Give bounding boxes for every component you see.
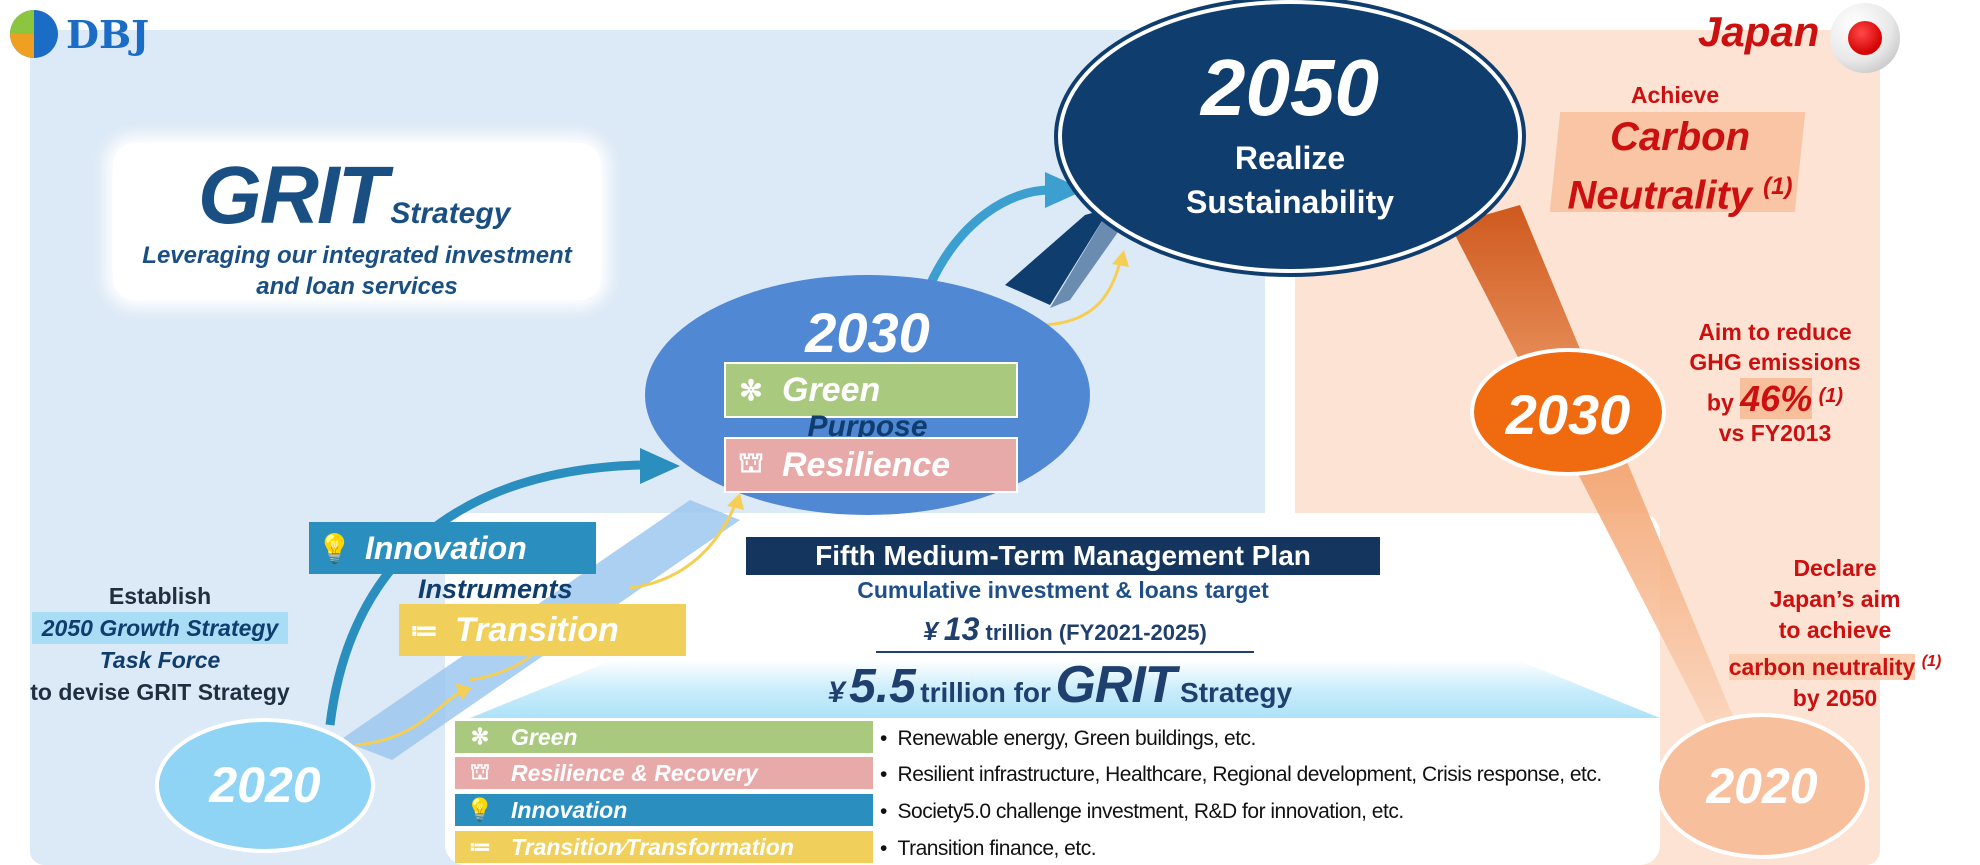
grit-tagline-line2: and loan services [256, 273, 458, 300]
grit-tagline-line1: Leveraging our integrated investment [142, 242, 572, 269]
instrument-innovation-label: Innovation [365, 529, 527, 566]
purpose-resilience-bar: ⛫ Resilience [724, 437, 1018, 493]
purpose-green-bar: ✼ Green [724, 362, 1018, 418]
category-resilience-text: Resilient infrastructure, Healthcare, Re… [897, 763, 1603, 786]
dbj-logo: DBJ [8, 8, 149, 60]
grit-word: GRIT [1055, 656, 1176, 714]
grit-strategy-word: Strategy [1180, 677, 1293, 708]
category-transition-text: Transition finance, etc. [897, 837, 1097, 860]
stairs-icon: ≔ [410, 614, 438, 646]
year-2050: 2050 [1201, 43, 1379, 132]
purpose-resilience-label: Resilience [782, 445, 951, 484]
category-transition-label: Transition∕Transformation [511, 833, 794, 860]
purpose-green-label: Green [782, 370, 881, 409]
japan-milestone-2020: 2020 [1655, 713, 1869, 859]
neutrality-text: Neutrality [1567, 173, 1753, 218]
leaf-icon: ✼ [470, 724, 490, 749]
declare-line4: carbon neutrality (1) [1690, 646, 1980, 683]
neutrality-note: (1) [1763, 173, 1793, 200]
category-innovation-bar: 💡 Innovation [455, 794, 873, 826]
grit-amount: 5.5 [849, 660, 916, 713]
stairs-icon: ≔ [469, 834, 491, 859]
aim-note: (1) [1818, 385, 1844, 407]
grit-strategy-box: GRIT Strategy Leveraging our integrated … [113, 143, 601, 300]
aim-line3: by 46% (1) [1655, 377, 1895, 419]
aim-by-text: by [1706, 389, 1734, 416]
japan-flag-icon [1830, 3, 1900, 73]
lightbulb-icon: 💡 [317, 532, 352, 564]
milestone-2050: 2050 Realize Sustainability [1058, 0, 1522, 273]
shield-icon: ⛫ [738, 447, 764, 478]
milestone-2020: 2020 [155, 718, 375, 853]
year-2020: 2020 [209, 757, 321, 813]
grit-title: GRIT [198, 150, 388, 241]
category-innovation-desc: • Society5.0 challenge investment, R&D f… [880, 800, 1405, 823]
grit-mid: trillion for [920, 677, 1051, 708]
japan-label: Japan [1698, 8, 1820, 55]
establish-line2: 2050 Growth Strategy [31, 612, 289, 644]
grit-subtitle: Strategy [390, 197, 511, 230]
sustainability-text: Sustainability [1185, 184, 1395, 220]
category-innovation-label: Innovation [511, 796, 628, 823]
leaf-icon: ✼ [739, 374, 763, 406]
neutrality-line: Neutrality (1) [1540, 162, 1820, 220]
declare-block: Declare Japan’s aim to achieve carbon ne… [1690, 553, 1980, 714]
plan-title: Fifth Medium-Term Management Plan [746, 537, 1380, 575]
grit-tagline: Leveraging our integrated investment and… [113, 240, 601, 302]
grit-allocation: ¥ 5.5 trillion for GRIT Strategy [680, 655, 1440, 715]
shield-icon: ⛫ [469, 758, 491, 784]
instrument-transition-bar: ≔ Transition [399, 604, 686, 656]
declare-line5: by 2050 [1792, 684, 1878, 711]
category-resilience-desc: • Resilient infrastructure, Healthcare, … [880, 763, 1603, 786]
declare-carbon-text: carbon neutrality [1728, 653, 1916, 680]
upper-growth-band [1005, 208, 1110, 305]
category-green-bar: ✼ Green [455, 721, 873, 753]
instrument-transition-label: Transition [455, 610, 619, 649]
plan-total: ¥ 13 trillion (FY2021-2025) [876, 611, 1254, 653]
total-amount: 13 [943, 611, 980, 647]
japan-beam [1450, 205, 1745, 750]
ghg-target-block: Aim to reduce GHG emissions by 46% (1) v… [1655, 317, 1895, 448]
establish-line3: Task Force [99, 647, 221, 673]
lightbulb-icon: 💡 [466, 797, 494, 822]
establish-line4: to devise GRIT Strategy [30, 679, 290, 705]
plan-subtitle: Cumulative investment & loans target [857, 577, 1269, 603]
aim-line2: GHG emissions [1689, 349, 1861, 375]
realize-text: Realize [1234, 140, 1346, 176]
year-2030: 2030 [805, 301, 930, 364]
grit-highlight-band [470, 660, 1660, 718]
establish-block: Establish 2050 Growth Strategy Task Forc… [0, 580, 320, 708]
category-green-label: Green [511, 723, 578, 750]
japan-milestone-2030: 2030 [1470, 348, 1666, 476]
declare-line3: to achieve [1778, 617, 1892, 643]
total-suffix: trillion (FY2021-2025) [985, 620, 1207, 645]
declare-note: (1) [1921, 653, 1942, 670]
milestone-2030: 2030 ✼ Green Purpose ⛫ Resilience [645, 275, 1090, 515]
category-transition-desc: • Transition finance, etc. [880, 837, 1097, 860]
instrument-innovation-bar: 💡 Innovation [309, 522, 596, 574]
instruments-label: Instruments [418, 574, 573, 604]
aim-line1: Aim to reduce [1698, 319, 1852, 345]
declare-line1: Declare [1793, 555, 1877, 581]
category-resilience-bar: ⛫ Resilience & Recovery [455, 757, 873, 789]
yen-symbol: ¥ [923, 616, 938, 646]
category-green-desc: • Renewable energy, Green buildings, etc… [880, 727, 1257, 750]
category-green-text: Renewable energy, Green buildings, etc. [897, 727, 1257, 750]
establish-line1: Establish [108, 583, 212, 609]
logo-text: DBJ [66, 11, 150, 57]
aim-percent: 46% [1740, 377, 1813, 419]
achieve-text: Achieve [1630, 82, 1720, 108]
aim-line4: vs FY2013 [1718, 419, 1832, 446]
category-innovation-text: Society5.0 challenge investment, R&D for… [897, 800, 1405, 823]
category-resilience-label: Resilience & Recovery [511, 759, 758, 786]
carbon-neutrality-block: Carbon Neutrality (1) [1540, 112, 1820, 220]
japan-year-2020: 2020 [1706, 758, 1818, 814]
grit-yen-symbol: ¥ [827, 676, 845, 709]
category-transition-bar: ≔ Transition∕Transformation [455, 831, 873, 863]
globe-icon [10, 10, 58, 58]
declare-line2: Japan’s aim [1769, 586, 1901, 612]
carbon-text: Carbon [1610, 115, 1750, 159]
japan-year-2030: 2030 [1505, 383, 1631, 446]
